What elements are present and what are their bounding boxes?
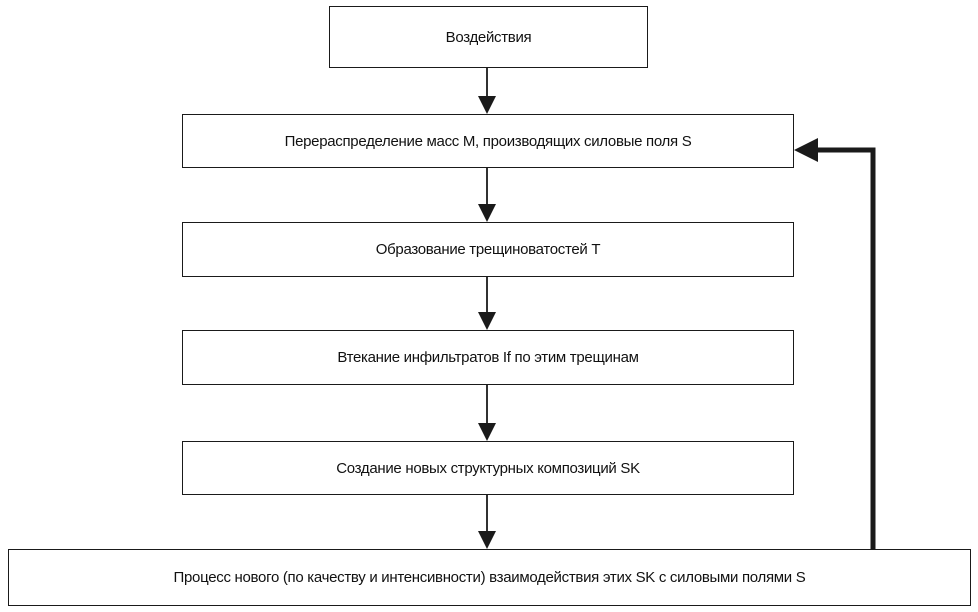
step-label: Втекание инфильтратов If по этим трещина…	[337, 349, 639, 366]
step-box-infiltrate-inflow: Втекание инфильтратов If по этим трещина…	[182, 330, 794, 385]
feedback-arrow	[794, 138, 876, 549]
step-box-new-compositions: Создание новых структурных композиций SK	[182, 441, 794, 495]
step-box-mass-redistribution: Перераспределение масс M, производящих с…	[182, 114, 794, 168]
step-label: Воздействия	[445, 28, 532, 46]
step-box-fracturing: Образование трещиноватостей T	[182, 222, 794, 277]
step-label: Процесс нового (по качеству и интенсивно…	[173, 569, 806, 586]
arrow-4-to-5	[478, 385, 496, 441]
step-label: Образование трещиноватостей T	[375, 241, 601, 258]
arrow-1-to-2	[478, 68, 496, 114]
step-label: Создание новых структурных композиций SK	[336, 459, 640, 477]
arrow-2-to-3	[478, 168, 496, 222]
step-box-interaction-process: Процесс нового (по качеству и интенсивно…	[8, 549, 971, 606]
step-label: Перераспределение масс M, производящих с…	[284, 132, 692, 150]
arrow-3-to-4	[478, 277, 496, 330]
arrow-5-to-6	[478, 495, 496, 549]
step-box-influences: Воздействия	[329, 6, 648, 68]
